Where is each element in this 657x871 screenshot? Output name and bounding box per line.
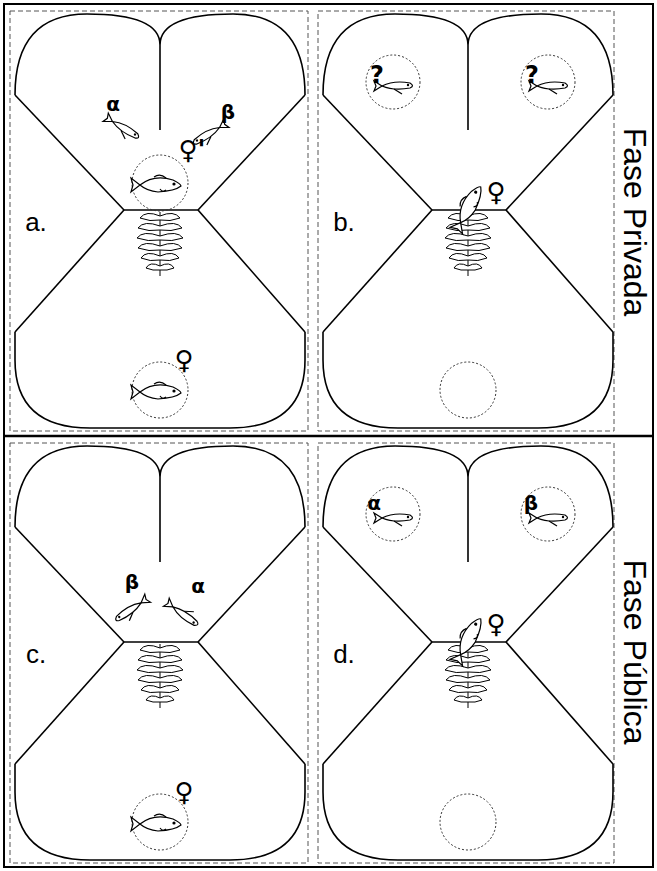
phase-title: Fase Privada [619,128,651,317]
female-symbol: ♀ [174,779,193,805]
male-symbol: β [524,493,538,513]
female-symbol: ♀' [178,137,205,163]
panel-letter: a. [25,209,47,235]
male-symbol: α [106,94,120,114]
female-symbol: ♀ [486,179,505,205]
male-symbol: α [367,493,381,513]
panel-letter: b. [333,209,355,235]
male-symbol: β [221,102,235,122]
female-symbol: ♀ [174,347,193,373]
unknown-mark: ? [525,63,539,87]
male-symbol: β [125,572,139,592]
phase-title: Fase Pública [619,560,651,745]
unknown-mark: ? [370,63,384,87]
panel-letter: c. [26,641,46,667]
female-symbol: ♀ [486,611,505,637]
male-symbol: α [191,576,205,596]
panel-letter: d. [333,641,355,667]
